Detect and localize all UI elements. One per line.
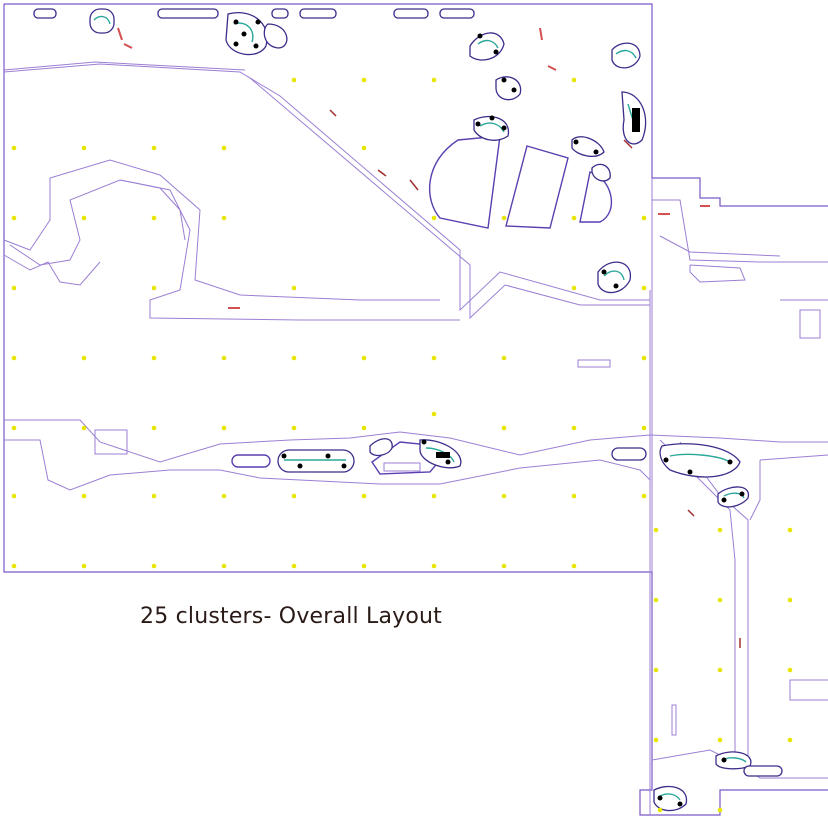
red-markers: [117, 27, 741, 648]
layout-caption: 25 clusters- Overall Layout: [140, 604, 443, 629]
upper-corridor-walls: [3, 61, 650, 321]
pod-accents: [93, 15, 747, 801]
fixtures: [233, 19, 745, 807]
workstation-clusters: [33, 8, 783, 812]
building-outline: [3, 3, 828, 816]
ceiling-lights: [11, 77, 793, 813]
